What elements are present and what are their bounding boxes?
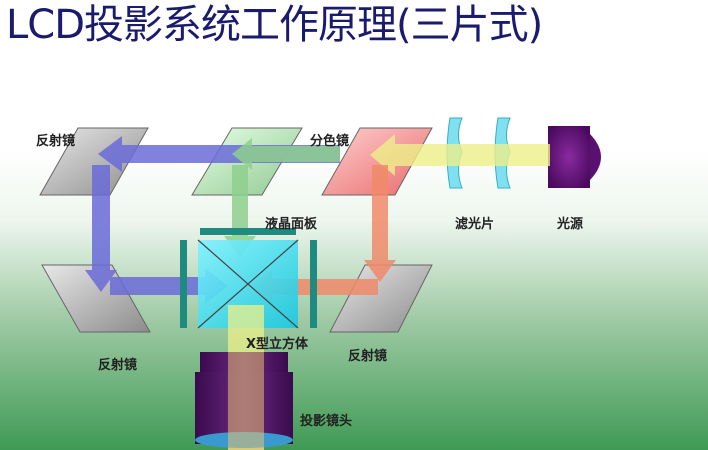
label-dichroic: 分色镜 [310,134,350,149]
lcd-panels [180,228,317,328]
projection-lens [195,352,293,450]
label-light-source: 光源 [557,217,584,232]
label-mirror-bottom-right: 反射镜 [348,349,388,364]
label-x-cube: X型立方体 [246,337,309,352]
light-source [548,126,601,188]
mirror-bottom-right [329,264,433,333]
mirror-bottom-left [41,264,151,333]
label-mirror-bottom-left: 反射镜 [98,358,138,373]
label-lens: 投影镜头 [300,414,353,429]
page-title: LCD投影系统工作原理(三片式) [6,2,543,48]
label-filter: 滤光片 [455,217,495,232]
label-lcd-panel: 液晶面板 [265,217,318,232]
label-mirror-top-left: 反射镜 [36,134,76,149]
white-light-beam [370,134,550,176]
